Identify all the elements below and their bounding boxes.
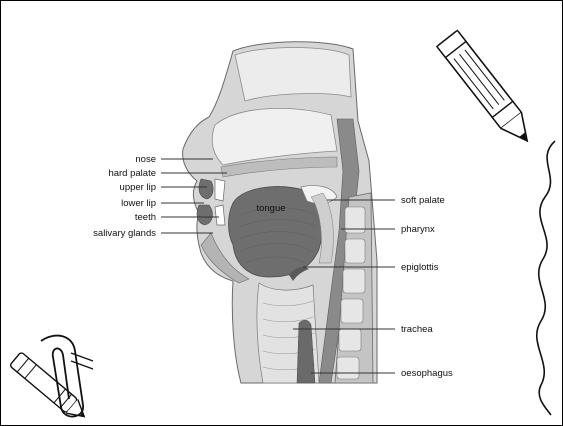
right-labels: soft palate pharynx epiglottis trachea o… bbox=[401, 195, 453, 379]
label-trachea: trachea bbox=[401, 324, 433, 335]
label-nose: nose bbox=[135, 154, 156, 165]
label-oesophagus: oesophagus bbox=[401, 368, 453, 379]
label-epiglottis: epiglottis bbox=[401, 262, 439, 273]
wavy-line bbox=[537, 141, 555, 415]
label-upper-lip: upper lip bbox=[120, 182, 156, 193]
label-teeth: teeth bbox=[135, 212, 156, 223]
label-lower-lip: lower lip bbox=[121, 198, 156, 209]
crayon-icon bbox=[437, 30, 538, 148]
label-pharynx: pharynx bbox=[401, 224, 435, 235]
label-tongue: tongue bbox=[256, 203, 285, 214]
label-hard-palate: hard palate bbox=[108, 168, 156, 179]
paperclip-crayon-icon bbox=[10, 336, 93, 424]
left-labels: nose hard palate upper lip lower lip tee… bbox=[93, 154, 156, 239]
label-soft-palate: soft palate bbox=[401, 195, 445, 206]
label-salivary-glands: salivary glands bbox=[93, 228, 156, 239]
